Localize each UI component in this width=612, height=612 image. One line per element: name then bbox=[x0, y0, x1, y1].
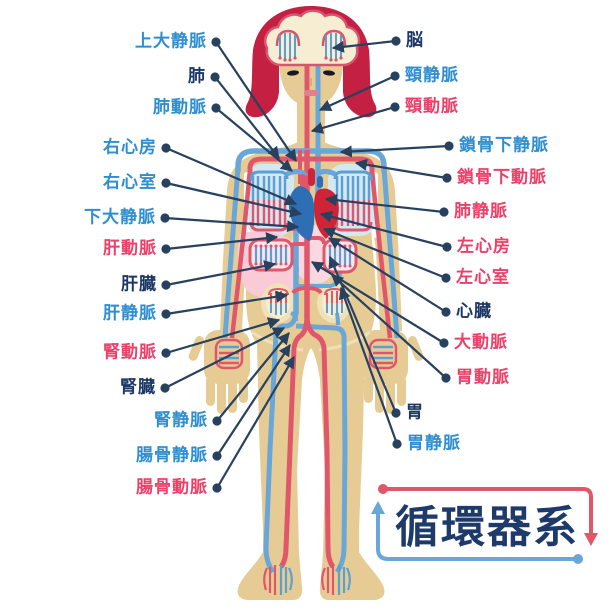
leader-left-ventricle bbox=[322, 227, 451, 283]
label-hepatic-artery: 肝動脈 bbox=[103, 238, 157, 259]
mouth bbox=[304, 90, 318, 96]
leader-right-atrium bbox=[161, 143, 298, 206]
label-heart: 心臓 bbox=[456, 301, 492, 322]
label-renal-artery: 腎動脈 bbox=[103, 342, 157, 363]
leader-iliac-artery bbox=[212, 355, 295, 493]
label-iliac-vein: 腸骨静脈 bbox=[136, 445, 208, 466]
label-lung: 肺 bbox=[188, 66, 206, 87]
label-hepatic-vein: 肝静脈 bbox=[103, 303, 157, 324]
leader-gastric-vein bbox=[338, 286, 402, 449]
leader-renal-artery bbox=[161, 317, 281, 358]
artery-arrowhead-icon bbox=[584, 533, 598, 546]
label-gastric-vein: 胃静脈 bbox=[407, 433, 461, 454]
label-jugular-vein: 頸静脈 bbox=[405, 65, 459, 86]
leader-superior-vena-cava bbox=[211, 37, 297, 163]
label-inferior-vena-cava: 下大静脈 bbox=[84, 207, 156, 228]
leader-hepatic-vein bbox=[161, 290, 289, 319]
vein-arrow-line bbox=[376, 510, 574, 561]
leader-subclavian-vein bbox=[339, 141, 454, 158]
label-left-ventricle: 左心室 bbox=[456, 267, 510, 288]
label-iliac-artery: 腸骨動脈 bbox=[136, 477, 208, 498]
leader-lung bbox=[210, 72, 280, 159]
label-stomach: 胃 bbox=[406, 402, 424, 423]
label-carotid-artery: 頸動脈 bbox=[405, 96, 459, 117]
leader-gastric-artery bbox=[331, 274, 451, 383]
label-right-ventricle: 右心室 bbox=[103, 172, 157, 193]
leader-jugular-vein bbox=[318, 71, 400, 112]
leader-subclavian-artery bbox=[354, 158, 452, 183]
leader-right-ventricle bbox=[161, 178, 303, 218]
leader-iliac-vein bbox=[212, 343, 291, 461]
leader-renal-vein bbox=[212, 332, 290, 426]
label-gastric-artery: 胃動脈 bbox=[456, 367, 510, 388]
label-brain: 脳 bbox=[406, 30, 424, 51]
label-superior-vena-cava: 上大静脈 bbox=[135, 31, 207, 52]
vein-arrow-dot bbox=[573, 554, 583, 564]
leader-pulmonary-artery bbox=[211, 103, 293, 172]
label-kidney: 腎臓 bbox=[120, 377, 156, 398]
leader-lines bbox=[160, 36, 454, 493]
leader-brain bbox=[331, 36, 401, 53]
left-eye bbox=[287, 70, 299, 76]
artery-arrow-line bbox=[383, 487, 593, 534]
label-liver: 肝臓 bbox=[121, 274, 157, 295]
leader-kidney bbox=[160, 327, 286, 393]
leader-left-atrium bbox=[319, 210, 452, 252]
leader-liver bbox=[161, 260, 277, 290]
leader-stomach bbox=[328, 255, 401, 418]
label-pulmonary-artery: 肺動脈 bbox=[153, 97, 207, 118]
leader-heart bbox=[327, 237, 451, 317]
label-pulmonary-vein: 肺静脈 bbox=[454, 201, 508, 222]
label-renal-vein: 腎静脈 bbox=[154, 410, 208, 431]
diagram-title: 循環器系 bbox=[395, 502, 579, 553]
leader-hepatic-artery bbox=[161, 232, 279, 254]
label-right-atrium: 右心房 bbox=[103, 137, 157, 158]
vein-arrowhead-icon bbox=[371, 501, 385, 514]
leader-pulmonary-vein bbox=[324, 194, 449, 217]
right-eye bbox=[323, 70, 335, 76]
leader-carotid-artery bbox=[310, 102, 400, 134]
title-arrows bbox=[371, 484, 598, 564]
label-subclavian-vein: 鎖骨下静脈 bbox=[459, 135, 549, 156]
label-aorta: 大動脈 bbox=[454, 332, 508, 353]
label-left-atrium: 左心房 bbox=[457, 236, 511, 257]
leader-inferior-vena-cava bbox=[160, 213, 300, 233]
foot-capillaries bbox=[263, 565, 351, 595]
label-subclavian-artery: 鎖骨下動脈 bbox=[457, 167, 547, 188]
